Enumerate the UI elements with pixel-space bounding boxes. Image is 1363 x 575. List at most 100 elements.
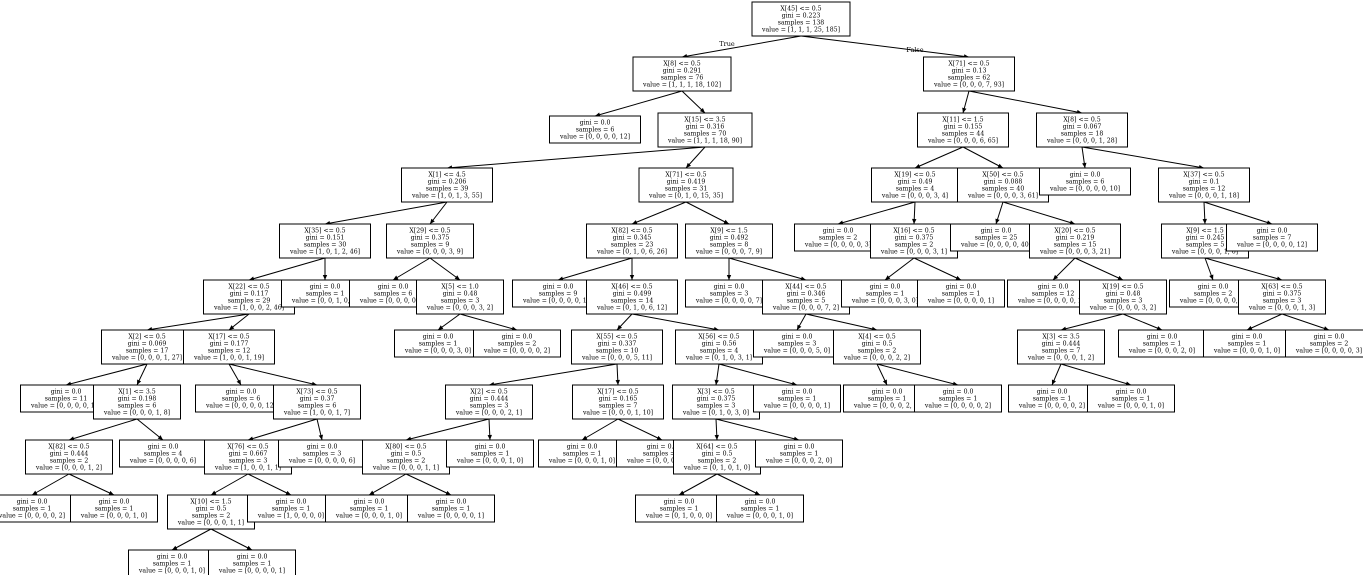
node-box [273, 384, 361, 420]
node-box [755, 439, 843, 468]
node-box [119, 439, 207, 468]
node-line: value = [0, 0, 0, 0, 7] [695, 298, 762, 305]
node-line: value = [0, 1, 0, 0, 0] [645, 513, 712, 520]
node-line: gini = 0.0 [1147, 334, 1178, 341]
node-line: samples = 1 [868, 396, 907, 403]
node-line: value = [0, 0, 0, 1, 18] [1168, 193, 1239, 200]
tree-edge [805, 313, 878, 331]
node-line: value = [1, 0, 0, 1, 19] [193, 355, 264, 362]
node-line: value = [0, 1, 0, 3, 1] [685, 355, 752, 362]
edge-arrowhead [912, 218, 917, 224]
edge-arrowhead [629, 275, 635, 280]
node-line: value = [0, 0, 0, 1, 27] [111, 355, 182, 362]
node-line: gini = 0.0 [354, 499, 385, 506]
tree-edge [678, 473, 718, 496]
node-line: samples = 3 [229, 458, 268, 465]
node-line: value = [0, 0, 0, 1, 0] [138, 568, 205, 575]
node-box [208, 549, 296, 575]
node-line: value = [0, 0, 0, 3, 1] [880, 249, 947, 256]
node-line: value = [0, 0, 0, 5, 11] [581, 355, 652, 362]
node-line: value = [1, 0, 0, 0, 0] [257, 513, 324, 520]
node-box [657, 112, 753, 148]
edge-arrowhead [615, 379, 620, 385]
node-line: value = [0, 0, 0, 0, 10] [626, 458, 697, 465]
edge-arrowhead [797, 324, 802, 330]
node-line: X[11] <= 1.5 [942, 117, 983, 124]
node-line: gini = 0.0 [237, 554, 268, 561]
node-line: gini = 0.0 [782, 389, 813, 396]
node-line: gini = 0.0 [714, 284, 745, 291]
node-line: gini = 0.0 [226, 389, 257, 396]
node-line: value = [1, 0, 1, 3, 55] [411, 193, 482, 200]
edge-arrowhead [454, 275, 460, 280]
node-line: gini = 0.667 [229, 451, 268, 458]
node-line: gini = 0.5 [702, 451, 733, 458]
node-line: gini = 0.0 [1257, 228, 1288, 235]
node-line: samples = 12 [1032, 291, 1075, 298]
node-line: samples = 9 [411, 242, 450, 249]
node-line: gini = 0.0 [782, 334, 813, 341]
node-line: samples = 12 [1183, 186, 1226, 193]
node-line: value = [0, 0, 0, 0, 2] [924, 403, 991, 410]
node-line: value = [0, 0, 0, 0, 2] [1018, 403, 1085, 410]
node-line: X[4] <= 0.5 [858, 334, 895, 341]
node-line: gini = 0.177 [210, 341, 249, 348]
node-line: samples = 1 [1033, 396, 1072, 403]
node-box [128, 549, 216, 575]
edge-arrowhead [714, 434, 719, 440]
node-line: gini = 0.198 [118, 396, 157, 403]
edge-arrowhead [1051, 379, 1056, 385]
node-box [638, 167, 734, 203]
node-line: value = [0, 0, 0, 0, 2] [483, 348, 550, 355]
node-box [1036, 112, 1128, 148]
node-line: samples = 1 [471, 451, 510, 458]
node-box [751, 1, 851, 37]
node-line: value = [0, 0, 0, 2, 0] [1128, 348, 1195, 355]
node-line: gini = 0.0 [378, 284, 409, 291]
node-box [1017, 329, 1105, 365]
node-line: gini = 0.0 [423, 334, 454, 341]
tree-edge [1002, 201, 1076, 225]
node-line: gini = 0.5 [391, 451, 422, 458]
node-line: samples = 2 [192, 513, 231, 520]
node-line: gini = 0.48 [443, 291, 478, 298]
edge-arrowhead [617, 324, 623, 330]
node-line: samples = 1 [780, 451, 819, 458]
node-line: value = [0, 0, 0, 1, 0] [548, 458, 615, 465]
node-line: samples = 2 [1310, 341, 1349, 348]
node-line: gini = 0.0 [17, 499, 48, 506]
node-box [204, 439, 292, 475]
edge-arrowhead [32, 490, 38, 495]
node-line: samples = 7 [1253, 235, 1292, 242]
node-line: value = [0, 0, 0, 3, 9] [396, 249, 463, 256]
edge-arrowhead [1247, 325, 1253, 330]
node-line: value = [0, 0, 0, 2, 0] [853, 403, 920, 410]
tree-edge [228, 363, 318, 386]
node-line: value = [1, 1, 1, 18, 102] [642, 82, 721, 89]
node-line: samples = 2 [698, 458, 737, 465]
node-line: samples = 138 [778, 20, 824, 27]
node-line: samples = 1 [13, 506, 52, 513]
node-line: gini = 0.291 [663, 68, 702, 75]
node-line: value = [1, 0, 0, 1, 1] [214, 465, 281, 472]
node-box [401, 167, 493, 203]
node-line: gini = 0.5 [862, 341, 893, 348]
node-line: gini = 0.0 [872, 389, 903, 396]
node-line: gini = 0.5 [196, 506, 227, 513]
